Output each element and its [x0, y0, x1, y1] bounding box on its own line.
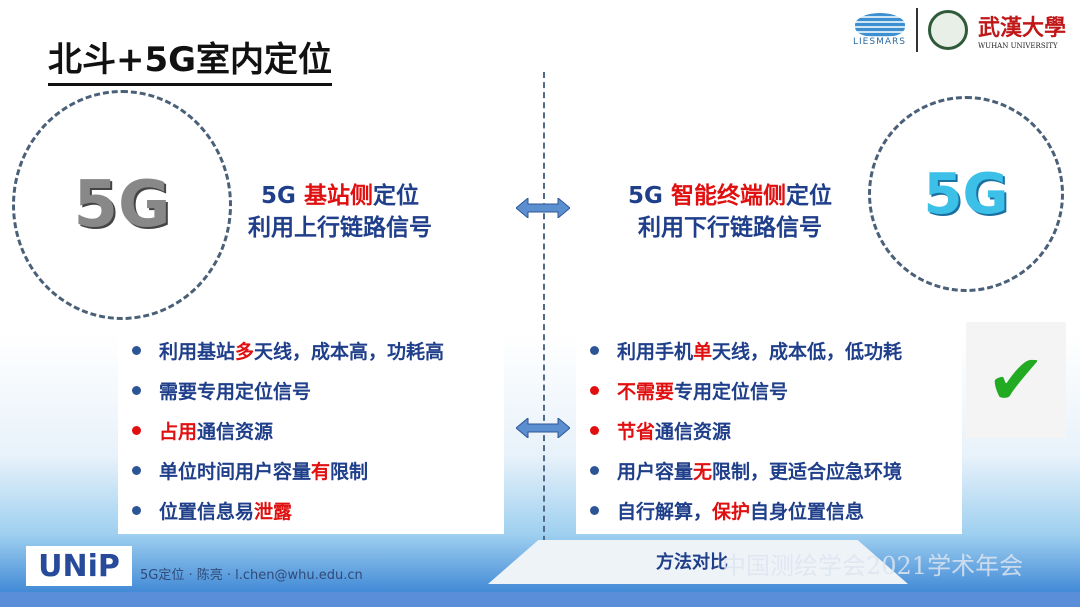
bottom-bar	[0, 592, 1080, 607]
whu-seal-icon	[927, 10, 968, 50]
bullet-icon	[132, 465, 141, 475]
text-segment: 节省	[617, 420, 656, 443]
text-segment: 专用定位信号	[674, 380, 789, 403]
list-item: 位置信息易泄露	[128, 490, 494, 530]
text-segment: 用户容量	[617, 460, 694, 483]
text-segment: 通信资源	[197, 420, 274, 443]
list-item: 占用通信资源	[128, 410, 494, 450]
bullet-icon	[590, 345, 599, 355]
text-segment: 通信资源	[655, 420, 732, 443]
text-segment: 5G	[628, 183, 671, 209]
footer-text: 5G定位 · 陈亮 · l.chen@whu.edu.cn	[140, 568, 363, 583]
text-segment: 智能终端侧	[670, 183, 786, 209]
text-segment: 天线，成本低，低功耗	[712, 340, 903, 363]
text-segment: 限制，更适合应急环境	[712, 460, 903, 483]
text-segment: 自行解算，	[617, 500, 713, 523]
text-segment: 单位时间用户容量	[159, 460, 312, 483]
bullet-icon	[590, 385, 599, 395]
text-segment: 泄露	[254, 500, 293, 523]
text-segment: 5G	[261, 183, 304, 209]
section-tab	[488, 540, 908, 584]
list-item: 节省通信资源	[586, 410, 952, 450]
text-segment: 自身位置信息	[750, 500, 865, 523]
list-item: 利用基站多天线，成本高，功耗高	[128, 330, 494, 370]
bullet-icon	[590, 425, 599, 435]
bullet-icon	[590, 505, 599, 515]
text-segment: 基站侧	[303, 183, 373, 209]
text-segment: 不需要	[617, 380, 675, 403]
text-segment: 有	[311, 460, 331, 483]
text-segment: 定位	[785, 183, 832, 209]
smartphone-image: 5G	[868, 96, 1064, 292]
list-item: 自行解算，保护自身位置信息	[586, 490, 952, 530]
bullet-icon	[132, 425, 141, 435]
bullet-icon	[132, 345, 141, 355]
list-item: 需要专用定位信号	[128, 370, 494, 410]
double-arrow-icon	[516, 418, 570, 438]
bullet-icon	[590, 465, 599, 475]
text-segment: 限制	[330, 460, 369, 483]
text-segment: 单	[693, 340, 713, 363]
divider	[543, 72, 545, 552]
page-title: 北斗+5G室内定位	[48, 32, 333, 86]
bullet-icon	[132, 505, 141, 515]
check-mark-icon: ✔	[966, 322, 1066, 438]
right-heading: 5G 智能终端侧定位利用下行链路信号	[628, 183, 832, 241]
text-segment: 利用手机	[617, 340, 694, 363]
text-segment: 保护	[712, 500, 751, 523]
list-item: 不需要专用定位信号	[586, 370, 952, 410]
right-list: 利用手机单天线，成本低，低功耗不需要专用定位信号节省通信资源用户容量无限制，更适…	[576, 322, 962, 534]
section-tab-label: 方法对比	[656, 552, 728, 573]
bullet-icon	[132, 385, 141, 395]
text-segment: 需要专用定位信号	[159, 380, 312, 403]
text-segment: 多	[235, 340, 255, 363]
list-item: 单位时间用户容量有限制	[128, 450, 494, 490]
list-item: 利用手机单天线，成本低，低功耗	[586, 330, 952, 370]
text-segment: 无	[693, 460, 713, 483]
text-segment: 利用基站	[159, 340, 236, 363]
left-list: 利用基站多天线，成本高，功耗高需要专用定位信号占用通信资源单位时间用户容量有限制…	[118, 322, 504, 534]
left-heading: 5G 基站侧定位利用上行链路信号	[248, 183, 432, 241]
double-arrow-icon	[516, 198, 570, 218]
conference-watermark: 中国测绘学会2021学术年会	[722, 552, 1024, 580]
list-item: 用户容量无限制，更适合应急环境	[586, 450, 952, 490]
liesmars-logo: LIESMARS	[853, 13, 906, 47]
text-segment: 定位	[372, 183, 419, 209]
unip-logo: UNiP	[26, 546, 132, 586]
text-segment: 占用	[159, 420, 198, 443]
text-segment: 位置信息易	[159, 500, 255, 523]
text-segment: 天线，成本高，功耗高	[254, 340, 445, 363]
base-station-image: 5G	[12, 90, 232, 320]
